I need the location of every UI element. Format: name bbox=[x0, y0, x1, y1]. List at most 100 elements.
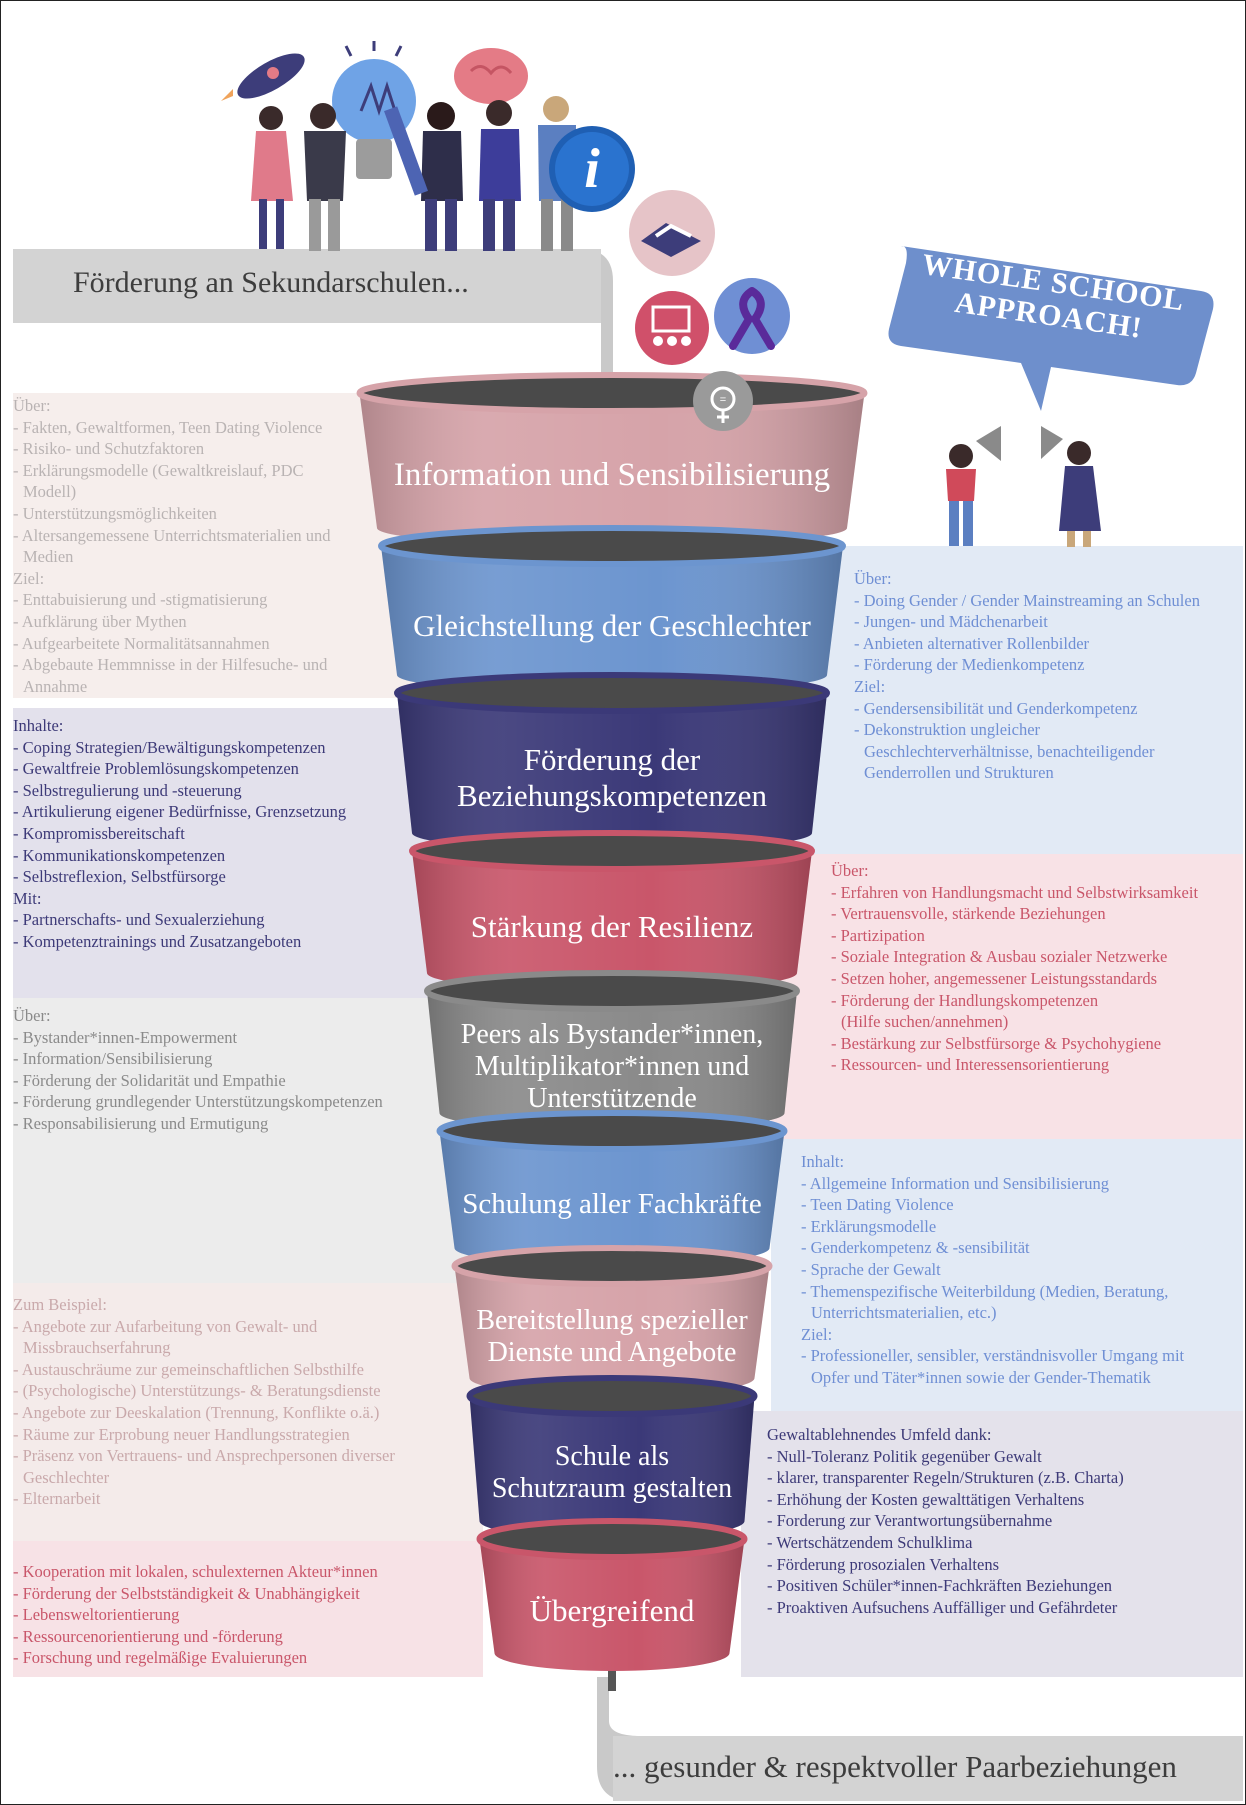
band-training bbox=[771, 1139, 1243, 1411]
band-resilience bbox=[771, 854, 1243, 1139]
panel-line: Modell) bbox=[23, 482, 77, 502]
panel-training: Inhalt:- Allgemeine Information und Sens… bbox=[801, 1151, 1184, 1389]
people-illustration: i bbox=[221, 41, 1101, 547]
funnel-tier bbox=[424, 970, 800, 1131]
awareness-ribbon-icon bbox=[714, 278, 790, 354]
megaphone-icon bbox=[946, 426, 1101, 547]
panel-line: - Partnerschafts- und Sexualerziehung bbox=[13, 910, 265, 930]
funnel-tier-label-line: Bereitstellung spezieller bbox=[476, 1304, 748, 1336]
panel-line: - Kompetenztrainings und Zusatzangeboten bbox=[13, 931, 302, 951]
funnel-tier-shading bbox=[397, 693, 827, 851]
panel-line: - Responsabilisierung und Ermutigung bbox=[13, 1113, 269, 1133]
panel-line: - Genderkompetenz & -sensibilität bbox=[801, 1238, 1030, 1258]
top-banner-text: Förderung an Sekundarschulen... bbox=[73, 266, 469, 299]
person-3 bbox=[384, 102, 463, 251]
funnel-tier bbox=[451, 1245, 773, 1396]
funnel-tier-label: Gleichstellung der Geschlechter bbox=[312, 608, 912, 644]
panel-line: - Vertrauensvolle, stärkende Beziehungen bbox=[831, 904, 1106, 924]
panel-line: - Förderung der Handlungskompetenzen bbox=[831, 990, 1099, 1010]
panel-line: - Selbstregulierung und -steuerung bbox=[13, 780, 242, 800]
panel-line: - Doing Gender / Gender Mainstreaming an… bbox=[854, 590, 1200, 610]
panel-line: - Themenspezifische Weiterbildung (Medie… bbox=[801, 1281, 1169, 1301]
panel-line: - Sprache der Gewalt bbox=[801, 1259, 941, 1279]
panel-line: - Dekonstruktion ungleicher bbox=[854, 720, 1041, 740]
panel-peers: Über:- Bystander*innen-Empowerment- Info… bbox=[13, 1005, 383, 1135]
panel-line: Ziel: bbox=[801, 1324, 833, 1344]
funnel-tier-label-line: Unterstützende bbox=[527, 1083, 697, 1115]
panel-line: (Hilfe suchen/annehmen) bbox=[841, 1012, 1009, 1032]
person-4 bbox=[479, 100, 521, 251]
bottom-banner bbox=[597, 1677, 1243, 1801]
panel-info: Über:- Fakten, Gewaltformen, Teen Dating… bbox=[13, 395, 331, 697]
panel-line: - Förderung grundlegender Unterstützungs… bbox=[13, 1092, 383, 1112]
band-gender bbox=[771, 546, 1243, 854]
panel-line: - (Psychologische) Unterstützungs- & Ber… bbox=[13, 1381, 381, 1401]
panel-line: - Risiko- und Schutzfaktoren bbox=[13, 439, 205, 459]
funnel-tier bbox=[394, 672, 830, 851]
panel-line: - Kompromissbereitschaft bbox=[13, 823, 185, 843]
panel-line: - Professioneller, sensibler, verständni… bbox=[801, 1346, 1185, 1366]
funnel-tier-label-line: Schutzraum gestalten bbox=[491, 1473, 733, 1505]
panel-line: Zum Beispiel: bbox=[13, 1295, 107, 1314]
panel-line: - Erhöhung der Kosten gewalttätigen Verh… bbox=[767, 1489, 1085, 1509]
panel-line: - Coping Strategien/Bewältigungskompeten… bbox=[13, 737, 326, 757]
funnel-tier-label: Information und Sensibilisierung bbox=[312, 457, 912, 495]
panel-line: - Ressourcenorientierung und -förderung bbox=[13, 1626, 283, 1646]
panel-line: - Kooperation mit lokalen, schulexternen… bbox=[13, 1562, 378, 1581]
panel-line: Medien bbox=[23, 547, 74, 567]
funnel-tier-label-line: Peers als Bystander*innen, bbox=[460, 1018, 764, 1050]
panel-line: Über: bbox=[13, 396, 51, 415]
funnel-tier-rim bbox=[409, 830, 815, 872]
funnel-tier-label-line: Stärkung der Resilienz bbox=[470, 909, 754, 945]
panel-overall: - Kooperation mit lokalen, schulexternen… bbox=[13, 1561, 378, 1669]
funnel-tier-rim bbox=[451, 1245, 773, 1287]
panel-line: - Bestärkung zur Selbstfürsorge & Psycho… bbox=[831, 1033, 1162, 1053]
funnel-tier-shading bbox=[381, 546, 843, 693]
panel-line: - Angebote zur Deeskalation (Trennung, K… bbox=[13, 1402, 380, 1422]
panel-line: - Ressourcen- und Interessensorientierun… bbox=[831, 1055, 1110, 1075]
funnel-tier-rim bbox=[436, 1110, 788, 1152]
rocket-icon bbox=[221, 53, 305, 101]
panel-line: Geschlechterverhältnisse, benachteiligen… bbox=[864, 741, 1155, 761]
funnel-tier-label: Stärkung der Resilienz bbox=[312, 909, 912, 945]
panel-line: Ziel: bbox=[13, 568, 45, 588]
funnel-tier-rim bbox=[356, 372, 868, 414]
panel-line: Über: bbox=[13, 1006, 51, 1025]
panel-line: - Artikulierung eigener Bedürfnisse, Gre… bbox=[13, 802, 347, 822]
panel-line: Opfer und Täter*innen sowie der Gender-T… bbox=[811, 1367, 1151, 1387]
panel-line: - Gewaltfreie Problemlösungskompetenzen bbox=[13, 759, 299, 779]
panel-line: Missbrauchserfahrung bbox=[23, 1338, 171, 1358]
panel-line: - Förderung prosozialen Verhaltens bbox=[767, 1554, 1000, 1574]
panel-line: - Elternarbeit bbox=[13, 1489, 101, 1509]
panel-gender: Über: - Doing Gender / Gender Mainstreami… bbox=[854, 568, 1200, 784]
funnel-tier bbox=[409, 830, 815, 991]
panel-line: - Forschung und regelmäßige Evaluierunge… bbox=[13, 1648, 308, 1668]
panel-line: - Bystander*innen-Empowerment bbox=[13, 1027, 238, 1047]
band-safespace bbox=[741, 1411, 1243, 1677]
funnel-tier-shading bbox=[412, 851, 812, 991]
funnel-tier-label-line: Förderung der bbox=[523, 742, 701, 778]
panel-line: - Null-Toleranz Politik gegenüber Gewalt bbox=[767, 1446, 1042, 1466]
panel-line: - Präsenz von Vertrauens- und Ansprechpe… bbox=[13, 1446, 395, 1466]
funnel-tier-label: Übergreifend bbox=[312, 1593, 912, 1629]
panel-line: - Förderung der Medienkompetenz bbox=[854, 655, 1085, 675]
panel-line: - Setzen hoher, angemessener Leistungsst… bbox=[831, 968, 1158, 988]
panel-line: - Forderung zur Verantwortungsübernahme bbox=[767, 1511, 1053, 1531]
panel-line: - Lebensweltorientierung bbox=[13, 1605, 180, 1625]
classroom-icon bbox=[635, 291, 709, 365]
panel-line: - Angebote zur Aufarbeitung von Gewalt- … bbox=[13, 1316, 318, 1336]
panel-line: - Förderung der Selbstständigkeit & Unab… bbox=[13, 1583, 360, 1603]
info-icon: i bbox=[549, 126, 635, 212]
top-banner bbox=[13, 249, 613, 396]
panel-line: - Wertschätzendem Schulklima bbox=[767, 1532, 973, 1552]
funnel-tier-shading bbox=[469, 1396, 755, 1539]
panel-line: - Förderung der Solidarität und Empathie bbox=[13, 1070, 286, 1090]
panel-line: Über: bbox=[854, 569, 892, 588]
panel-line: - Erklärungsmodelle bbox=[801, 1216, 937, 1236]
panel-line: - Austauschräume zur gemeinschaftlichen … bbox=[13, 1359, 364, 1379]
panel-line: - Erfahren von Handlungsmacht und Selbst… bbox=[831, 882, 1199, 902]
funnel-tier-label-line: Beziehungskompetenzen bbox=[457, 777, 767, 813]
